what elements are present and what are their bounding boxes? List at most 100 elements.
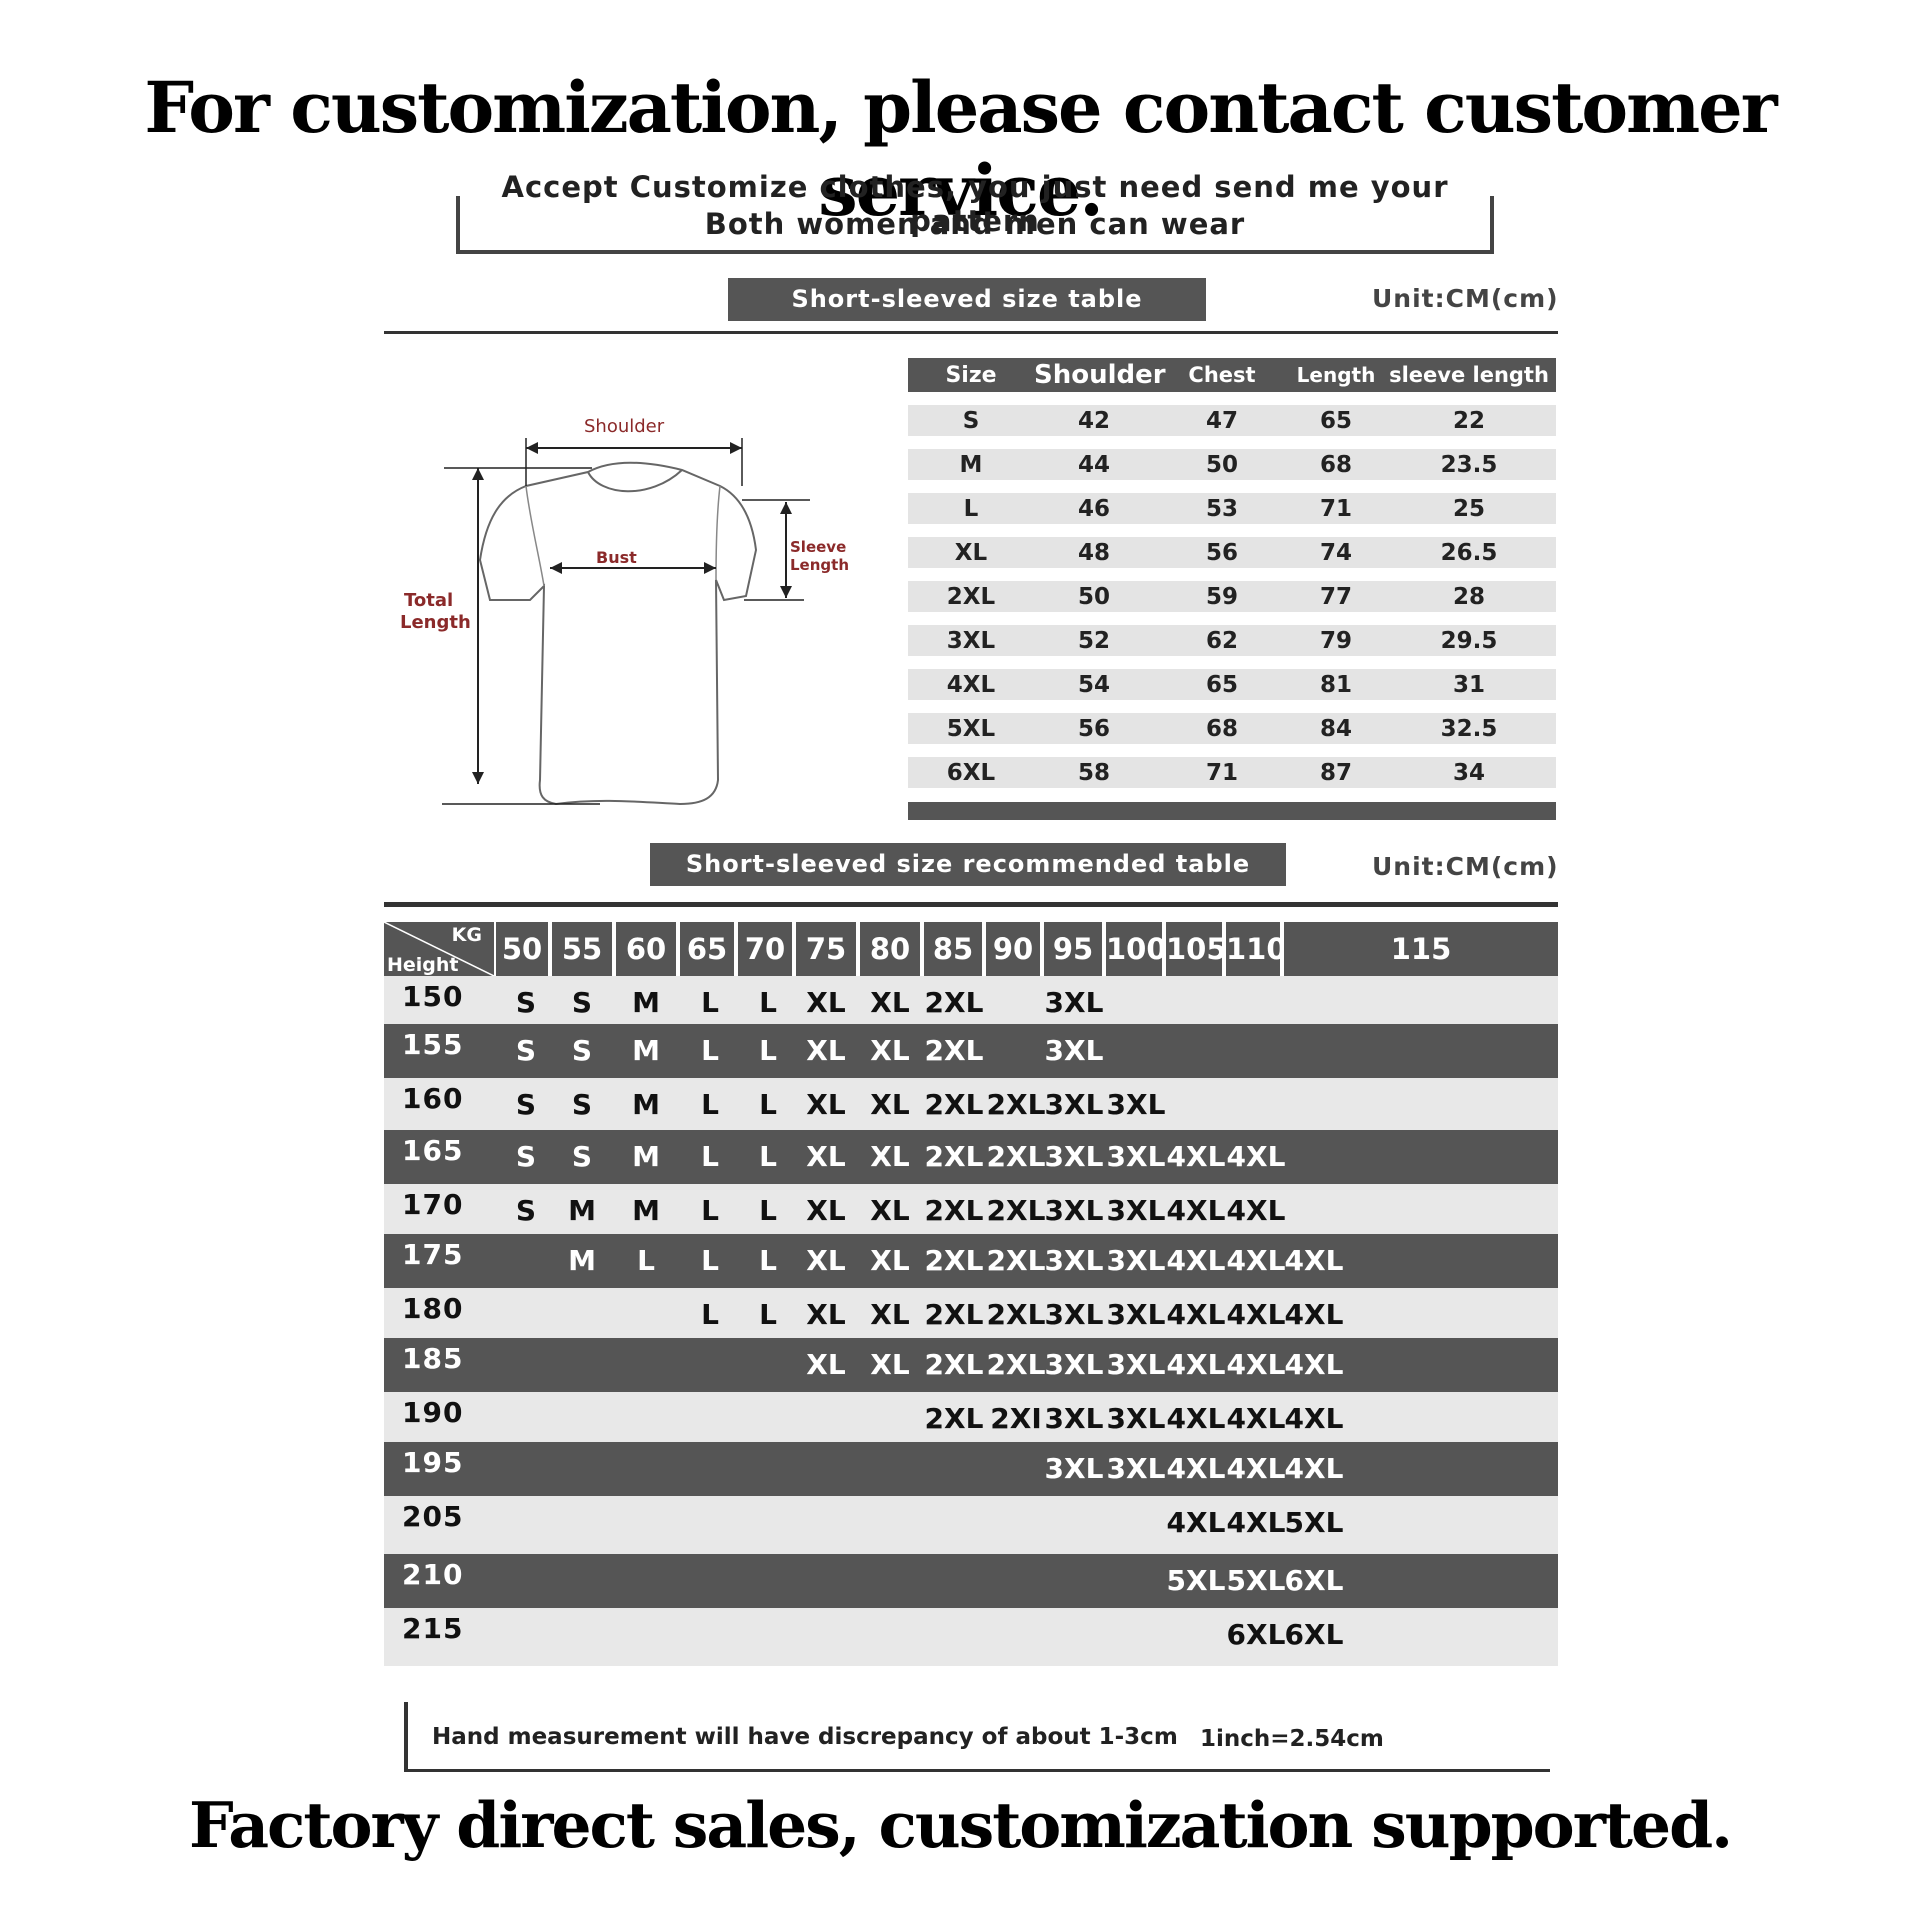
- recommended-size-cell: 2XL: [924, 1402, 984, 1435]
- header-sleeve-length: sleeve length: [1389, 363, 1549, 387]
- recommended-size-cell: 2XL: [986, 1244, 1046, 1277]
- recommended-size-cell: 2XL: [986, 1348, 1046, 1381]
- note-box: Hand measurement will have discrepancy o…: [404, 1702, 1550, 1772]
- height-cell: 170: [402, 1188, 464, 1221]
- height-cell: 180: [402, 1292, 464, 1325]
- recommended-size-cell: L: [759, 1298, 777, 1331]
- recommended-size-cell: 3XL: [1044, 1088, 1104, 1121]
- recommended-size-cell: 4XL: [1226, 1244, 1286, 1277]
- recommended-size-cell: 2XL: [924, 1088, 984, 1121]
- weight-header-cell: 75: [796, 922, 856, 976]
- recommended-size-cell: S: [571, 1088, 593, 1121]
- weight-header-cell: 55: [552, 922, 612, 976]
- recommended-size-cell: L: [759, 1244, 777, 1277]
- recommended-size-cell: L: [701, 1194, 719, 1227]
- sleeve-label-1: Sleeve: [790, 538, 847, 556]
- recommended-size-cell: M: [632, 1140, 660, 1173]
- recommended-size-cell: XL: [870, 1244, 910, 1277]
- height-cell: 215: [402, 1612, 464, 1645]
- size-cell: 25: [1452, 495, 1485, 522]
- size-cell: 56: [1205, 539, 1238, 566]
- recommended-size-cell: XL: [806, 1140, 846, 1173]
- size-cell: 4XL: [946, 671, 996, 698]
- recommended-size-cell: 2XL: [924, 1034, 984, 1067]
- recommended-size-cell: L: [701, 1298, 719, 1331]
- size-cell: 87: [1319, 759, 1352, 786]
- corner-height-label: Height: [387, 954, 459, 976]
- recommend-table-unit: Unit:CM(cm): [1372, 852, 1559, 881]
- recommended-size-cell: L: [759, 986, 777, 1019]
- divider-line: [384, 331, 1558, 334]
- recommended-size-cell: 4XL: [1166, 1244, 1226, 1277]
- recommended-size-cell: 4XL: [1226, 1452, 1286, 1485]
- recommended-size-cell: 4XL: [1166, 1194, 1226, 1227]
- bottom-headline: Factory direct sales, customization supp…: [188, 1788, 1733, 1862]
- recommended-size-cell: 3XL: [1106, 1088, 1166, 1121]
- recommended-size-cell: L: [759, 1194, 777, 1227]
- size-table: Size Shoulder Chest Length sleeve length…: [908, 358, 1556, 820]
- recommended-size-cell: 4XL: [1226, 1348, 1286, 1381]
- size-cell: 74: [1319, 539, 1352, 566]
- recommended-size-cell: 3XL: [1106, 1298, 1166, 1331]
- size-cell: 59: [1205, 583, 1238, 610]
- recommended-size-cell: XL: [870, 1088, 910, 1121]
- size-cell: 28: [1452, 583, 1485, 610]
- recommended-size-cell: XL: [806, 986, 846, 1019]
- size-cell: 22: [1452, 407, 1485, 434]
- measurement-note: Hand measurement will have discrepancy o…: [432, 1724, 1178, 1750]
- recommended-size-cell: 3XL: [1044, 1298, 1104, 1331]
- size-cell: 81: [1319, 671, 1352, 698]
- size-cell: 3XL: [946, 627, 996, 654]
- recommended-size-cell: 6XL: [1226, 1618, 1286, 1651]
- accept-line-2: Both women and men can wear: [704, 207, 1246, 241]
- size-cell: 50: [1205, 451, 1238, 478]
- weight-header-cell: 95: [1044, 922, 1102, 976]
- recommended-size-cell: 5XL: [1166, 1564, 1226, 1597]
- size-cell: L: [963, 495, 979, 522]
- size-cell: 62: [1205, 627, 1238, 654]
- recommended-size-cell: 4XL: [1166, 1402, 1226, 1435]
- size-cell: 34: [1452, 759, 1485, 786]
- bust-label: Bust: [596, 548, 637, 567]
- recommended-size-cell: 4XL: [1226, 1506, 1286, 1539]
- height-cell: 150: [402, 980, 464, 1013]
- diagonal-divider-icon: [384, 922, 494, 976]
- corner-cell: KG Height: [384, 922, 494, 976]
- height-cell: 210: [402, 1558, 464, 1591]
- recommended-size-cell: XL: [806, 1244, 846, 1277]
- recommended-size-cell: XL: [870, 1348, 910, 1381]
- recommended-size-cell: S: [571, 1140, 593, 1173]
- size-cell: M: [959, 451, 983, 478]
- recommended-size-cell: 3XL: [1106, 1244, 1166, 1277]
- size-cell: 54: [1077, 671, 1110, 698]
- weight-header-cell: 80: [860, 922, 920, 976]
- size-cell: 71: [1319, 495, 1352, 522]
- recommended-size-cell: L: [759, 1088, 777, 1121]
- recommended-size-cell: 3XL: [1044, 1244, 1104, 1277]
- height-cell: 205: [402, 1500, 464, 1533]
- recommended-size-cell: M: [632, 1034, 660, 1067]
- size-cell: S: [962, 407, 980, 434]
- size-cell: 52: [1077, 627, 1110, 654]
- recommended-size-cell: S: [571, 1034, 593, 1067]
- accept-line-1: Accept Customize clothes, you just need …: [501, 170, 1449, 238]
- total-length-label-1: Total: [404, 590, 454, 611]
- recommended-size-cell: 4XL: [1226, 1140, 1286, 1173]
- recommended-size-cell: 4XL: [1166, 1506, 1226, 1539]
- top-headline: For customization, please contact custom…: [144, 66, 1777, 232]
- recommended-size-cell: S: [515, 986, 537, 1019]
- recommended-size-cell: 5XL: [1226, 1564, 1286, 1597]
- recommended-size-cell: M: [568, 1244, 596, 1277]
- size-cell: 77: [1319, 583, 1352, 610]
- corner-kg-label: KG: [451, 924, 482, 946]
- size-cell: 5XL: [946, 715, 996, 742]
